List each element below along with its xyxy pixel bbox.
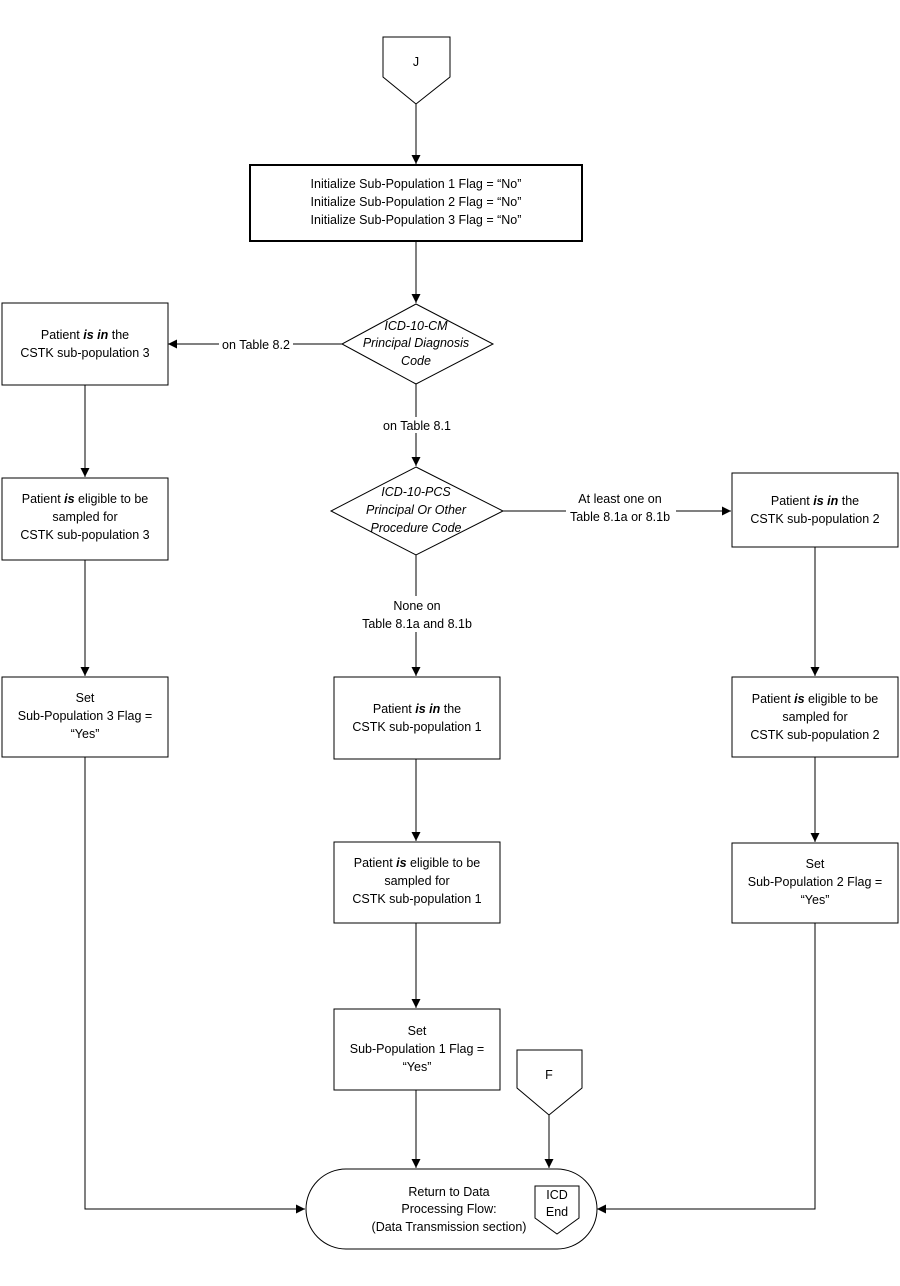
- decision-pcs-line-3: Procedure Code: [370, 521, 461, 535]
- decision-cm-line-3: Code: [401, 354, 431, 368]
- pop3-set-line-3: “Yes”: [71, 727, 100, 741]
- pop2-elig-line-1: Patient is eligible to be: [752, 692, 879, 706]
- edge-label-bg: [566, 490, 676, 524]
- edge-label-none-on-1: None on: [393, 599, 440, 613]
- connector-j: J: [382, 36, 451, 105]
- pop2-in-box: Patient is in the CSTK sub-population 2: [731, 472, 899, 548]
- edge-pop2set-to-terminal: [597, 923, 816, 1214]
- pop3-elig-line-2: sampled for: [52, 510, 117, 524]
- decision-pcs-line-2: Principal Or Other: [366, 503, 467, 517]
- decision-icd10cm: ICD-10-CM Principal Diagnosis Code: [340, 303, 495, 385]
- pop3-elig-line-1: Patient is eligible to be: [22, 492, 149, 506]
- pop2-eligible-box: Patient is eligible to be sampled for CS…: [731, 676, 899, 758]
- init-line-1: Initialize Sub-Population 1 Flag = “No”: [311, 177, 522, 191]
- pop3-set-flag-box: Set Sub-Population 3 Flag = “Yes”: [1, 676, 169, 758]
- decision-pcs-line-1: ICD-10-PCS: [381, 485, 451, 499]
- icd-end-line-2: End: [546, 1205, 568, 1219]
- edge-label-at-least-one-2: Table 8.1a or 8.1b: [570, 510, 670, 524]
- edge-pop3set-to-terminal: [84, 757, 305, 1214]
- icd-end-line-1: ICD: [546, 1188, 568, 1202]
- edge-label-on-table-81: on Table 8.1: [383, 419, 451, 433]
- init-flags-box: Initialize Sub-Population 1 Flag = “No” …: [249, 164, 583, 242]
- pop1-in-box: Patient is in the CSTK sub-population 1: [333, 676, 501, 760]
- pop1-elig-line-2: sampled for: [384, 874, 449, 888]
- edge-label-none-on-2: Table 8.1a and 8.1b: [362, 617, 472, 631]
- connector-f: F: [516, 1049, 583, 1116]
- pop1-elig-line-1: Patient is eligible to be: [354, 856, 481, 870]
- pop1-set-line-2: Sub-Population 1 Flag =: [350, 1042, 484, 1056]
- pop1-eligible-box: Patient is eligible to be sampled for CS…: [333, 841, 501, 924]
- edge-label-bg: [219, 336, 293, 352]
- pop1-set-line-1: Set: [408, 1024, 427, 1038]
- edge-label-at-least-one-1: At least one on: [578, 492, 661, 506]
- pop1-set-line-3: “Yes”: [403, 1060, 432, 1074]
- init-line-2: Initialize Sub-Population 2 Flag = “No”: [311, 195, 522, 209]
- pop2-in-line-2: CSTK sub-population 2: [750, 512, 879, 526]
- pop1-elig-line-3: CSTK sub-population 1: [352, 892, 481, 906]
- pop2-set-line-2: Sub-Population 2 Flag =: [748, 875, 882, 889]
- pop3-eligible-box: Patient is eligible to be sampled for CS…: [1, 477, 169, 561]
- connector-f-label: F: [545, 1068, 553, 1082]
- decision-icd10pcs: ICD-10-PCS Principal Or Other Procedure …: [329, 466, 505, 556]
- terminal-line-1: Return to Data: [408, 1185, 489, 1199]
- decision-cm-line-1: ICD-10-CM: [384, 319, 448, 333]
- pop3-in-line-2: CSTK sub-population 3: [20, 346, 149, 360]
- decision-cm-line-2: Principal Diagnosis: [363, 336, 469, 350]
- pop3-set-line-2: Sub-Population 3 Flag =: [18, 709, 152, 723]
- edge-label-bg: [378, 417, 456, 433]
- pop1-in-line-2: CSTK sub-population 1: [352, 720, 481, 734]
- terminal-line-3: (Data Transmission section): [372, 1220, 527, 1234]
- connector-j-label: J: [413, 55, 419, 69]
- terminal-return-to-data-processing: Return to Data Processing Flow: (Data Tr…: [305, 1168, 598, 1250]
- edge-label-bg: [362, 596, 474, 632]
- init-line-3: Initialize Sub-Population 3 Flag = “No”: [311, 213, 522, 227]
- pop2-set-line-1: Set: [806, 857, 825, 871]
- pop2-in-line-1: Patient is in the: [771, 494, 859, 508]
- terminal-line-2: Processing Flow:: [401, 1202, 496, 1216]
- pop3-elig-line-3: CSTK sub-population 3: [20, 528, 149, 542]
- connector-icd-end: ICD End: [534, 1185, 580, 1235]
- pop2-set-flag-box: Set Sub-Population 2 Flag = “Yes”: [731, 842, 899, 924]
- pop3-set-line-1: Set: [76, 691, 95, 705]
- pop1-set-flag-box: Set Sub-Population 1 Flag = “Yes”: [333, 1008, 501, 1091]
- pop2-elig-line-3: CSTK sub-population 2: [750, 728, 879, 742]
- edge-label-on-table-82: on Table 8.2: [222, 338, 290, 352]
- pop3-in-box: Patient is in the CSTK sub-population 3: [1, 302, 169, 386]
- pop2-elig-line-2: sampled for: [782, 710, 847, 724]
- pop3-in-line-1: Patient is in the: [41, 328, 129, 342]
- pop1-in-line-1: Patient is in the: [373, 702, 461, 716]
- pop2-set-line-3: “Yes”: [801, 893, 830, 907]
